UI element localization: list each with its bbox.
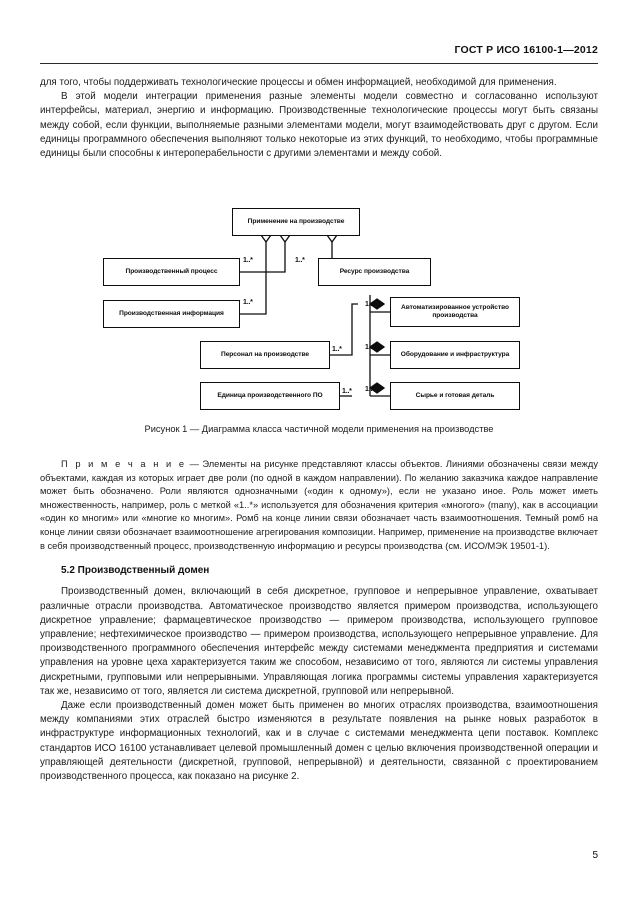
multiplicity-device-resource: 1..* xyxy=(365,301,375,308)
node-application: Применение на производстве xyxy=(232,208,360,236)
header-divider xyxy=(40,63,598,64)
multiplicity-information-application: 1..* xyxy=(243,299,253,306)
body-column-top: для того, чтобы поддерживать технологиче… xyxy=(40,76,598,161)
multiplicity-process-application: 1..* xyxy=(243,257,253,264)
figure-caption: Рисунок 1 — Диаграмма класса частичной м… xyxy=(144,424,494,434)
figure-1: Применение на производстве Производствен… xyxy=(40,200,598,450)
uml-class-diagram: Применение на производстве Производствен… xyxy=(40,200,598,450)
body-column-bottom: П р и м е ч а н и е — Элементы на рисунк… xyxy=(40,458,598,784)
paragraph-integration-model: В этой модели интеграции применения разн… xyxy=(40,91,598,160)
note-block: П р и м е ч а н и е — Элементы на рисунк… xyxy=(40,458,598,553)
node-production-process: Производственный процесс xyxy=(103,258,240,286)
spacer xyxy=(40,553,598,564)
node-material-part: Сырье и готовая деталь xyxy=(390,382,520,410)
note-label: П р и м е ч а н и е xyxy=(61,459,187,469)
paragraph-manufacturing-domain: Производственный домен, включающий в себ… xyxy=(40,586,598,697)
multiplicity-resource-application: 1..* xyxy=(295,257,305,264)
multiplicity-software-resource: 1..* xyxy=(342,388,352,395)
node-production-information: Производственная информация xyxy=(103,300,240,328)
node-automation-device: Автоматизированное устройство производст… xyxy=(390,297,520,327)
node-personnel: Персонал на производстве xyxy=(200,341,330,369)
page-number: 5 xyxy=(592,850,598,861)
multiplicity-material-resource: 1..* xyxy=(365,386,375,393)
node-equipment-infrastructure: Оборудование и инфраструктура xyxy=(390,341,520,369)
node-software-unit: Единица производственного ПО xyxy=(200,382,340,410)
note-text: Элементы на рисунке представляют классы … xyxy=(40,459,598,551)
note-dash: — xyxy=(186,459,203,469)
paragraph-domain-relationships: Даже если производственный домен может б… xyxy=(40,699,598,782)
multiplicity-equipment-resource: 1..* xyxy=(365,344,375,351)
multiplicity-personnel-resource: 1..* xyxy=(332,346,342,353)
section-heading-5-2: 5.2 Производственный домен xyxy=(61,565,210,577)
node-production-resource: Ресурс производства xyxy=(318,258,431,286)
paragraph-continuation: для того, чтобы поддерживать технологиче… xyxy=(40,77,557,88)
spacer xyxy=(40,578,598,585)
running-header: ГОСТ Р ИСО 16100-1—2012 xyxy=(454,44,598,56)
